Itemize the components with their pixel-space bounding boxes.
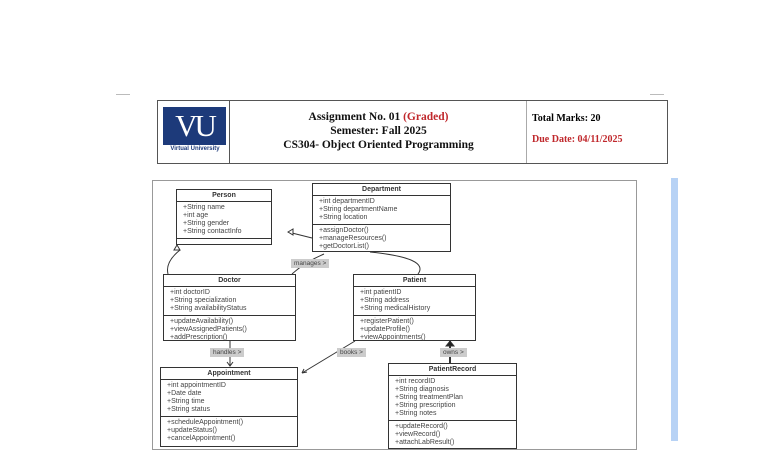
logo-mark: VU bbox=[163, 107, 226, 145]
class-name: Department bbox=[313, 184, 450, 196]
handles-label: handles > bbox=[210, 348, 245, 357]
assignment-header bbox=[157, 100, 668, 164]
attributes: +int recordID +String diagnosis +String … bbox=[389, 376, 516, 420]
manages-label: manages > bbox=[291, 259, 330, 268]
dept-patient-line bbox=[369, 251, 421, 275]
header-title: Assignment No. 01 (Graded) Semester: Fal… bbox=[231, 110, 526, 152]
class-name: PatientRecord bbox=[389, 364, 516, 376]
due-date: Due Date: 04/11/2025 bbox=[532, 134, 623, 145]
class-patient-record: PatientRecord +int recordID +String diag… bbox=[388, 363, 517, 449]
books-label: books > bbox=[337, 348, 366, 357]
method: +viewAppointments() bbox=[360, 334, 426, 341]
attribute: +String specialization bbox=[170, 297, 237, 304]
attribute: +String name bbox=[183, 204, 225, 211]
doctor-person-line bbox=[167, 249, 181, 275]
attribute: +String notes bbox=[395, 410, 437, 417]
course-label: CS304- Object Oriented Programming bbox=[283, 139, 474, 151]
class-name: Doctor bbox=[164, 275, 295, 287]
attribute: +int recordID bbox=[395, 378, 436, 385]
attributes: +String name +int age +String gender +St… bbox=[177, 202, 271, 238]
method: +addPrescription() bbox=[170, 334, 228, 341]
class-doctor: Doctor +int doctorID +String specializat… bbox=[163, 274, 296, 341]
method: +updateStatus() bbox=[167, 427, 218, 434]
attribute: +String diagnosis bbox=[395, 386, 449, 393]
method: +updateAvailability() bbox=[170, 318, 234, 325]
methods: +updateRecord() +viewRecord() +attachLab… bbox=[389, 420, 516, 449]
methods: +scheduleAppointment() +updateStatus() +… bbox=[161, 416, 297, 445]
method: +getDoctorList() bbox=[319, 243, 369, 250]
method: +viewAssignedPatients() bbox=[170, 326, 247, 333]
class-appointment: Appointment +int appointmentID +Date dat… bbox=[160, 367, 298, 447]
attribute: +String gender bbox=[183, 220, 230, 227]
graded-label: (Graded) bbox=[403, 111, 449, 123]
attributes: +int doctorID +String specialization +St… bbox=[164, 287, 295, 315]
method: +assignDoctor() bbox=[319, 227, 369, 234]
owns-label: owns > bbox=[440, 348, 467, 357]
attribute: +int doctorID bbox=[170, 289, 210, 296]
composition-diamond-icon bbox=[444, 340, 456, 347]
methods: +updateAvailability() +viewAssignedPatie… bbox=[164, 315, 295, 344]
method: +attachLabResult() bbox=[395, 439, 455, 446]
page-corner-mark bbox=[650, 94, 664, 95]
class-patient: Patient +int patientID +String address +… bbox=[353, 274, 476, 341]
attribute: +Date date bbox=[167, 390, 202, 397]
class-name: Person bbox=[177, 190, 271, 202]
attribute: +int departmentID bbox=[319, 198, 375, 205]
attribute: +String time bbox=[167, 398, 205, 405]
attribute: +int age bbox=[183, 212, 209, 219]
class-department: Department +int departmentID +String dep… bbox=[312, 183, 451, 252]
assignment-label: Assignment No. 01 bbox=[308, 111, 401, 123]
attribute: +String departmentName bbox=[319, 206, 398, 213]
class-person: Person +String name +int age +String gen… bbox=[176, 189, 272, 245]
attributes: +int departmentID +String departmentName… bbox=[313, 196, 450, 224]
attribute: +String address bbox=[360, 297, 410, 304]
methods: +registerPatient() +updateProfile() +vie… bbox=[354, 315, 475, 344]
semester-label: Semester: Fall 2025 bbox=[330, 125, 427, 137]
methods bbox=[177, 238, 271, 247]
generalization-arrow-icon bbox=[173, 244, 181, 251]
class-name: Appointment bbox=[161, 368, 297, 380]
method: +viewRecord() bbox=[395, 431, 441, 438]
class-name: Patient bbox=[354, 275, 475, 287]
attribute: +String treatmentPlan bbox=[395, 394, 463, 401]
method: +manageResources() bbox=[319, 235, 387, 242]
attribute: +String prescription bbox=[395, 402, 456, 409]
attribute: +String availabilityStatus bbox=[170, 305, 247, 312]
attribute: +String location bbox=[319, 214, 368, 221]
method: +scheduleAppointment() bbox=[167, 419, 244, 426]
attribute: +int appointmentID bbox=[167, 382, 226, 389]
method: +registerPatient() bbox=[360, 318, 414, 325]
marks-panel: Total Marks: 20 Due Date: 04/11/2025 bbox=[526, 101, 668, 163]
attribute: +String medicalHistory bbox=[360, 305, 431, 312]
attributes: +int appointmentID +Date date +String ti… bbox=[161, 380, 297, 416]
page-corner-mark bbox=[116, 94, 130, 95]
generalization-arrow-icon bbox=[287, 228, 294, 236]
logo-caption: Virtual University bbox=[170, 146, 220, 152]
attribute: +int patientID bbox=[360, 289, 402, 296]
vu-logo: VU Virtual University bbox=[158, 101, 230, 163]
method: +updateProfile() bbox=[360, 326, 411, 333]
scrollbar[interactable] bbox=[671, 178, 678, 441]
attribute: +String contactInfo bbox=[183, 228, 242, 235]
methods: +assignDoctor() +manageResources() +getD… bbox=[313, 224, 450, 253]
method: +updateRecord() bbox=[395, 423, 448, 430]
attribute: +String status bbox=[167, 406, 210, 413]
arrow-icon bbox=[226, 361, 234, 367]
attributes: +int patientID +String address +String m… bbox=[354, 287, 475, 315]
total-marks: Total Marks: 20 bbox=[532, 113, 601, 124]
arrow-icon bbox=[301, 368, 308, 374]
books-line bbox=[301, 340, 356, 374]
method: +cancelAppointment() bbox=[167, 435, 236, 442]
